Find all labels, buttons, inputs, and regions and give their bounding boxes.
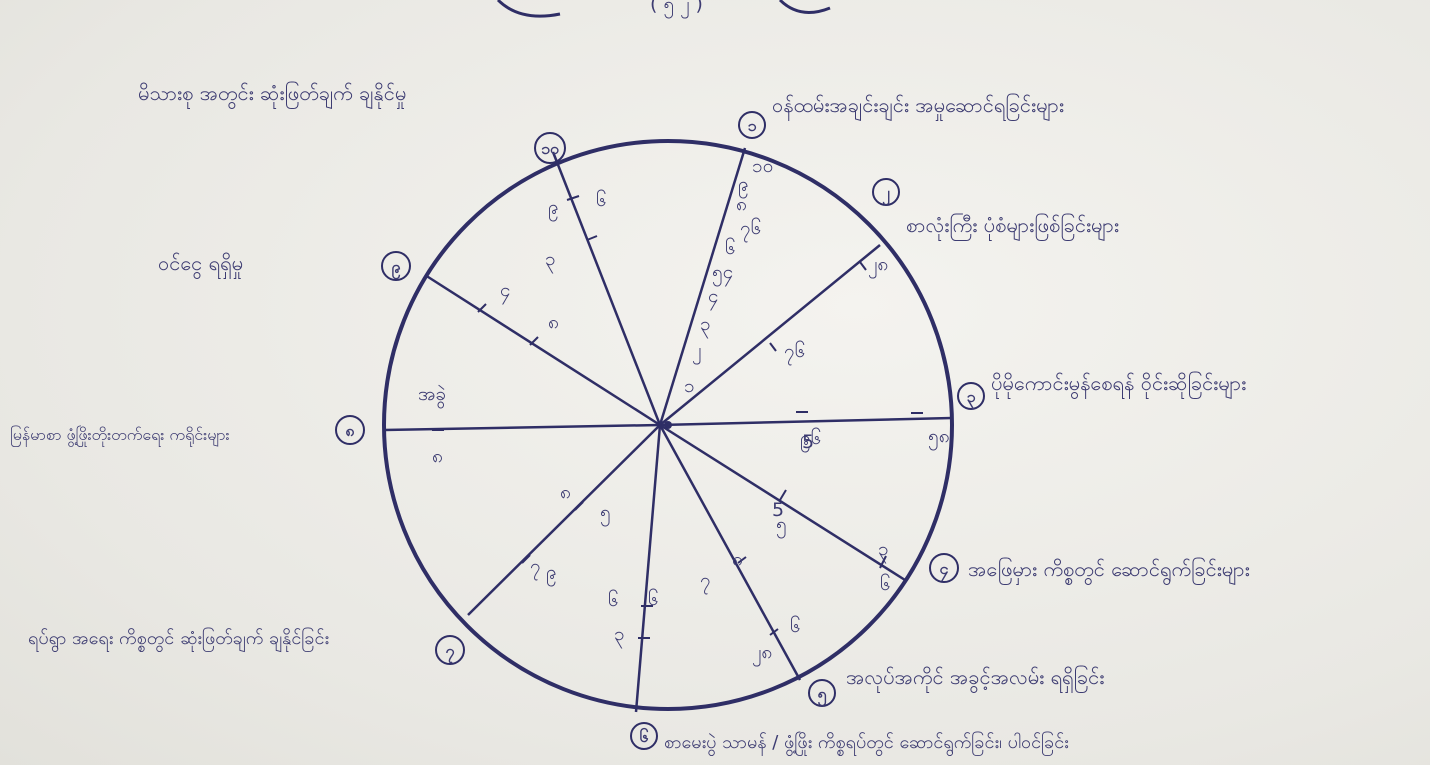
spoke-3 xyxy=(659,416,953,427)
outer-circle xyxy=(382,139,954,711)
spoke-7 xyxy=(467,424,661,616)
spoke-9 xyxy=(424,273,661,427)
top-fragment-text: ( ၅ ၂ ) xyxy=(650,0,703,19)
spoke-tick-label: ၆ xyxy=(608,588,619,611)
spoke-tick-label: အခွဲ xyxy=(418,383,446,409)
spoke-tick-label: ၆ xyxy=(648,587,659,610)
label-circle-8 xyxy=(335,415,365,445)
label-circle-10 xyxy=(534,132,566,164)
top-fragment-right xyxy=(778,0,831,14)
label-circle-6 xyxy=(630,722,658,750)
label-circle-5 xyxy=(808,679,836,707)
outer-label-6: စာမေးပွဲ သာမန် / ဖွံ့ဖြိုး ကိစ္စရပ်တွင် … xyxy=(664,731,1069,756)
spoke-8 xyxy=(383,423,661,432)
label-circle-7 xyxy=(435,635,465,665)
outer-label-8: မြန်မာစာ ဖွံ့ဖြိုးတိုးတက်ရေး ကရိုင်းများ xyxy=(10,425,230,447)
spoke-tick-label: ၆ xyxy=(725,236,736,259)
spoke-tick-label: ၉၆ xyxy=(800,426,821,453)
label-number-8: ၈ xyxy=(345,421,355,440)
spoke-10 xyxy=(551,151,662,426)
label-number-7: ၇ xyxy=(446,641,455,664)
spoke-tick-label: ၆ xyxy=(880,572,891,595)
spoke-tick-label: ၃ xyxy=(614,623,625,649)
spoke-tick-label: ၄ xyxy=(708,285,719,311)
spoke-1 xyxy=(658,147,747,426)
spoke-tick-label: ၄ xyxy=(500,279,511,305)
outer-label-5: အလုပ်အကိုင် အခွင့်အလမ်း ရရှိခြင်း xyxy=(846,665,1104,693)
spoke-tick-label: ၇ xyxy=(530,555,541,581)
spoke-tick-marks xyxy=(432,195,923,639)
outer-label-10: မိသားစု အတွင်း ဆုံးဖြတ်ချက် ချနိုင်မှု xyxy=(138,81,406,109)
spoke-5 xyxy=(658,424,802,681)
spoke-tick-label: ၈ xyxy=(548,311,559,333)
outer-label-3: ပိုမိုကောင်းမွန်စေရန် ဝိုင်းဆိုခြင်းများ xyxy=(991,371,1246,399)
spoke-tick-labels: ၁၀၉၈၇၆၆၅၄၄၃၂၁၉၆၄၈၃၂၈၇၆၉၆၅၈အခွဲ၈5၅၃5၆၅၈၇၉… xyxy=(418,155,950,667)
spoke-4 xyxy=(659,423,906,582)
spoke-tick-label: ၈ xyxy=(432,445,443,467)
spoke-tick-label: ၂၈ xyxy=(752,641,772,667)
spoke-tick-label: ၅ xyxy=(776,513,787,539)
outer-label-1: ဝန်ထမ်းအချင်းချင်း အမှုဆောင်ရခြင်းများ xyxy=(772,93,1064,121)
spoke-tick-label: ၃ xyxy=(878,538,889,564)
label-circle-1 xyxy=(738,111,766,139)
spoke-tick-label: ၂ xyxy=(692,339,701,365)
outer-label-7: ရပ်ရွာ အရေး ကိစ္စတွင် ဆုံးဖြတ်ချက် ချနို… xyxy=(28,627,329,652)
spoke-tick-label: ၇ xyxy=(700,569,711,595)
label-number-10: ၁၀ xyxy=(541,139,559,158)
spoke-tick-label: ၃ xyxy=(545,248,556,274)
label-number-1: ၁ xyxy=(748,116,757,135)
spoke-tick-label: ၇၆ xyxy=(784,339,805,366)
spoke-tick-label: ၉ xyxy=(738,173,749,199)
spoke-tick-label: 5 xyxy=(772,499,784,521)
spoke-tick-label: ၁ xyxy=(684,375,695,397)
spoke-tick-label: ၉ xyxy=(548,196,559,222)
spoke-tick-label: ၂၈ xyxy=(868,253,888,279)
spoke-tick-label: ၈ xyxy=(732,548,743,570)
label-number-6: ၆ xyxy=(640,727,649,746)
spoke-6 xyxy=(634,424,662,713)
spoke-tick-label: ၅ xyxy=(600,501,611,527)
outer-label-9: ဝင်ငွေ ရရှိမှု xyxy=(158,251,243,279)
spoke-tick-label: ၁၀ xyxy=(752,155,773,177)
spoke-tick-label: ၆ xyxy=(596,188,607,211)
outer-label-group: ၁ ဝန်ထမ်းအချင်းချင်း အမှုဆောင်ရခြင်းများ… xyxy=(10,81,1250,756)
label-circle-9 xyxy=(381,251,411,281)
outer-label-2: စာလုံးကြီး ပုံစံများဖြစ်ခြင်းများ xyxy=(906,213,1119,241)
label-number-2: ၂ xyxy=(882,183,890,206)
label-number-9: ၉ xyxy=(392,257,401,280)
top-fragment-left xyxy=(496,0,561,18)
spoke-tick-label: ၇၆ xyxy=(740,216,761,243)
label-number-5: ၅ xyxy=(818,684,827,707)
spoke-tick-label: ၈ xyxy=(560,481,571,503)
spoke-2 xyxy=(659,244,881,426)
label-circle-3 xyxy=(957,382,985,410)
spokes xyxy=(383,147,953,713)
spoke-tick-label: 5 xyxy=(802,431,814,453)
spoke-tick-label: ၆ xyxy=(790,614,801,637)
spoke-tick-label: ၉ xyxy=(546,561,557,587)
spoke-tick-label: ၅၈ xyxy=(928,425,950,451)
label-number-3: ၃ xyxy=(967,387,976,410)
outer-label-4: အဖြေမှား ကိစ္စတွင် ဆောင်ရွက်ခြင်းများ xyxy=(968,557,1250,585)
label-circle-4 xyxy=(929,553,959,583)
label-circle-2 xyxy=(872,178,900,206)
spoke-tick-label: ၃ xyxy=(700,313,711,339)
spoke-tick-label: ၈ xyxy=(736,193,747,215)
spoke-tick-label: ၅၄ xyxy=(712,261,733,287)
label-number-4: ၄ xyxy=(940,559,949,582)
